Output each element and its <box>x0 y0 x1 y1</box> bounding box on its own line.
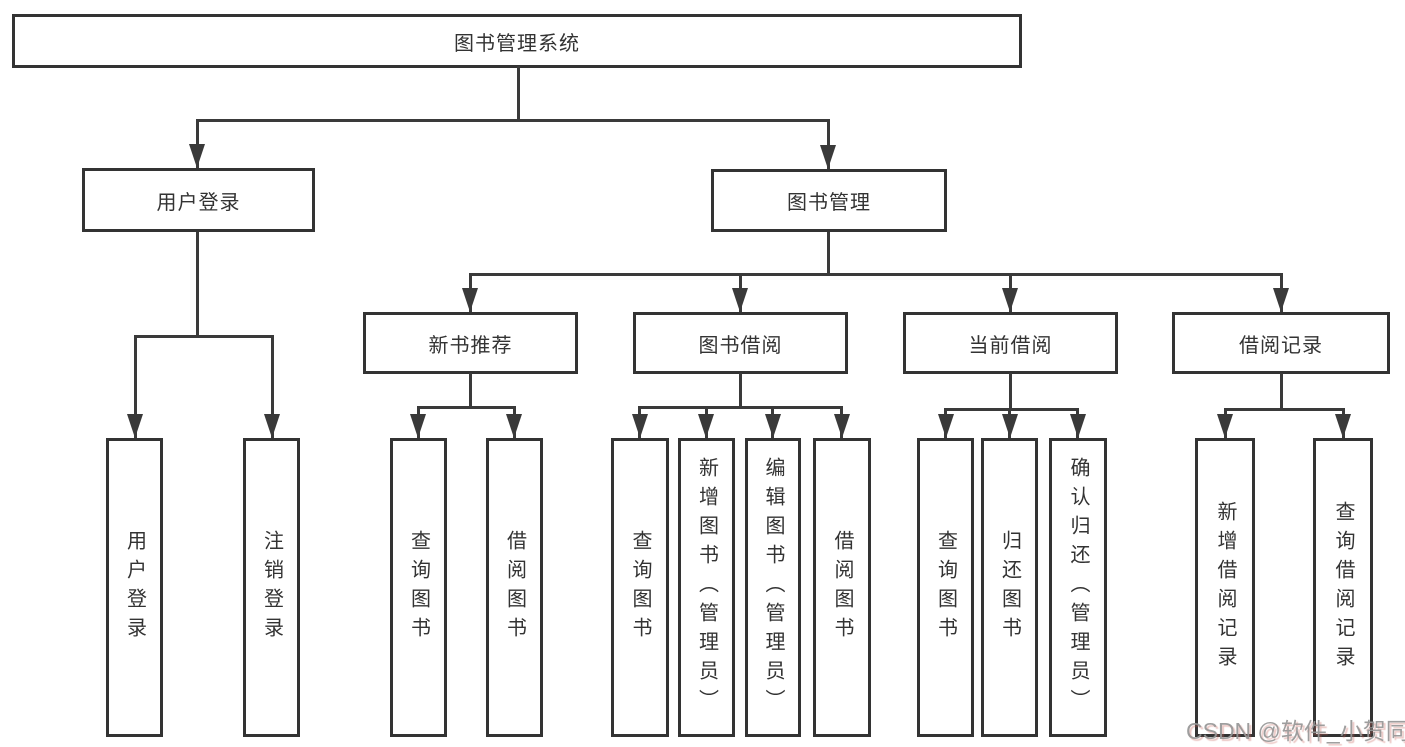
node-leaf-bb-edit-books-admin-label: 编辑图书（管理员） <box>762 457 784 718</box>
node-user-login-label: 用户登录 <box>156 191 241 214</box>
node-leaf-cb-query-books: 查询图书 <box>917 438 974 737</box>
node-leaf-cb-query-books-label: 查询图书 <box>934 529 957 646</box>
node-book-borrow: 图书借阅 <box>633 312 848 374</box>
arrowhead-down-icon <box>1273 288 1289 312</box>
node-leaf-bb-query-books-label: 查询图书 <box>629 529 651 646</box>
connector-vline <box>1009 373 1012 411</box>
connector-hline <box>469 273 1282 276</box>
node-leaf-br-query-record-label: 查询借阅记录 <box>1332 500 1354 675</box>
node-leaf-nbr-query-books: 查询图书 <box>390 438 447 737</box>
node-root: 图书管理系统 <box>12 14 1022 68</box>
node-book-mgmt: 图书管理 <box>711 169 947 232</box>
connector-vline <box>739 373 742 409</box>
arrowhead-down-icon <box>834 414 850 438</box>
connector-vline <box>271 335 274 438</box>
node-leaf-nbr-borrow-books-label: 借阅图书 <box>503 529 526 646</box>
node-leaf-bb-add-books-admin: 新增图书（管理员） <box>678 438 735 737</box>
node-book-borrow-label: 图书借阅 <box>698 334 783 357</box>
node-leaf-cb-return-books: 归还图书 <box>981 438 1038 737</box>
node-leaf-cb-return-books-label: 归还图书 <box>998 529 1021 646</box>
arrowhead-down-icon <box>264 414 280 438</box>
node-current-borrow: 当前借阅 <box>903 312 1118 374</box>
node-leaf-nbr-query-books-label: 查询图书 <box>407 529 430 646</box>
node-new-book-rec-label: 新书推荐 <box>428 334 513 357</box>
connector-hline <box>638 406 842 409</box>
arrowhead-down-icon <box>410 414 426 438</box>
node-leaf-logout-label: 注销登录 <box>260 529 283 646</box>
connector-vline <box>196 119 199 168</box>
node-borrow-records: 借阅记录 <box>1172 312 1390 374</box>
connector-vline <box>517 66 520 122</box>
connector-vline <box>1280 373 1283 411</box>
node-leaf-br-add-record: 新增借阅记录 <box>1195 438 1255 737</box>
node-leaf-br-add-record-label: 新增借阅记录 <box>1214 500 1236 675</box>
node-leaf-user-login: 用户登录 <box>106 438 163 737</box>
node-leaf-bb-borrow-books-label: 借阅图书 <box>831 529 853 646</box>
node-leaf-br-query-record: 查询借阅记录 <box>1313 438 1373 737</box>
node-current-borrow-label: 当前借阅 <box>968 334 1053 357</box>
connector-hline <box>417 406 516 409</box>
connector-vline <box>196 232 199 338</box>
arrowhead-down-icon <box>1217 414 1233 438</box>
node-leaf-cb-confirm-return-admin: 确认归还（管理员） <box>1049 438 1107 737</box>
connector-hline <box>196 119 830 122</box>
node-new-book-rec: 新书推荐 <box>363 312 578 374</box>
arrowhead-down-icon <box>938 414 954 438</box>
connector-hline <box>944 408 1079 411</box>
arrowhead-down-icon <box>1335 414 1351 438</box>
node-leaf-bb-borrow-books: 借阅图书 <box>813 438 871 737</box>
arrowhead-down-icon <box>698 414 714 438</box>
connector-vline <box>827 119 830 169</box>
node-leaf-bb-query-books: 查询图书 <box>611 438 669 737</box>
node-borrow-records-label: 借阅记录 <box>1239 334 1323 357</box>
arrowhead-down-icon <box>127 414 143 438</box>
arrowhead-down-icon <box>820 145 836 169</box>
arrowhead-down-icon <box>1002 288 1018 312</box>
arrowhead-down-icon <box>732 288 748 312</box>
connector-vline <box>827 232 830 276</box>
connector-vline <box>469 373 472 409</box>
arrowhead-down-icon <box>1002 414 1018 438</box>
arrowhead-down-icon <box>765 414 781 438</box>
connector-vline <box>134 335 137 438</box>
node-book-mgmt-label: 图书管理 <box>787 192 871 214</box>
node-leaf-bb-edit-books-admin: 编辑图书（管理员） <box>745 438 801 737</box>
arrowhead-down-icon <box>189 144 205 168</box>
node-leaf-logout: 注销登录 <box>243 438 300 737</box>
node-leaf-bb-add-books-admin-label: 新增图书（管理员） <box>695 457 718 718</box>
node-leaf-user-login-label: 用户登录 <box>123 529 146 646</box>
arrowhead-down-icon <box>632 414 648 438</box>
watermark: CSDN @软件_小贺同学 <box>1186 718 1405 744</box>
node-user-login: 用户登录 <box>82 168 315 232</box>
arrowhead-down-icon <box>1070 414 1086 438</box>
node-leaf-nbr-borrow-books: 借阅图书 <box>486 438 543 737</box>
connector-hline <box>1224 408 1344 411</box>
node-root-label: 图书管理系统 <box>454 32 580 55</box>
arrowhead-down-icon <box>462 288 478 312</box>
node-leaf-cb-confirm-return-admin-label: 确认归还（管理员） <box>1067 457 1089 718</box>
connector-hline <box>134 335 273 338</box>
arrowhead-down-icon <box>506 414 522 438</box>
